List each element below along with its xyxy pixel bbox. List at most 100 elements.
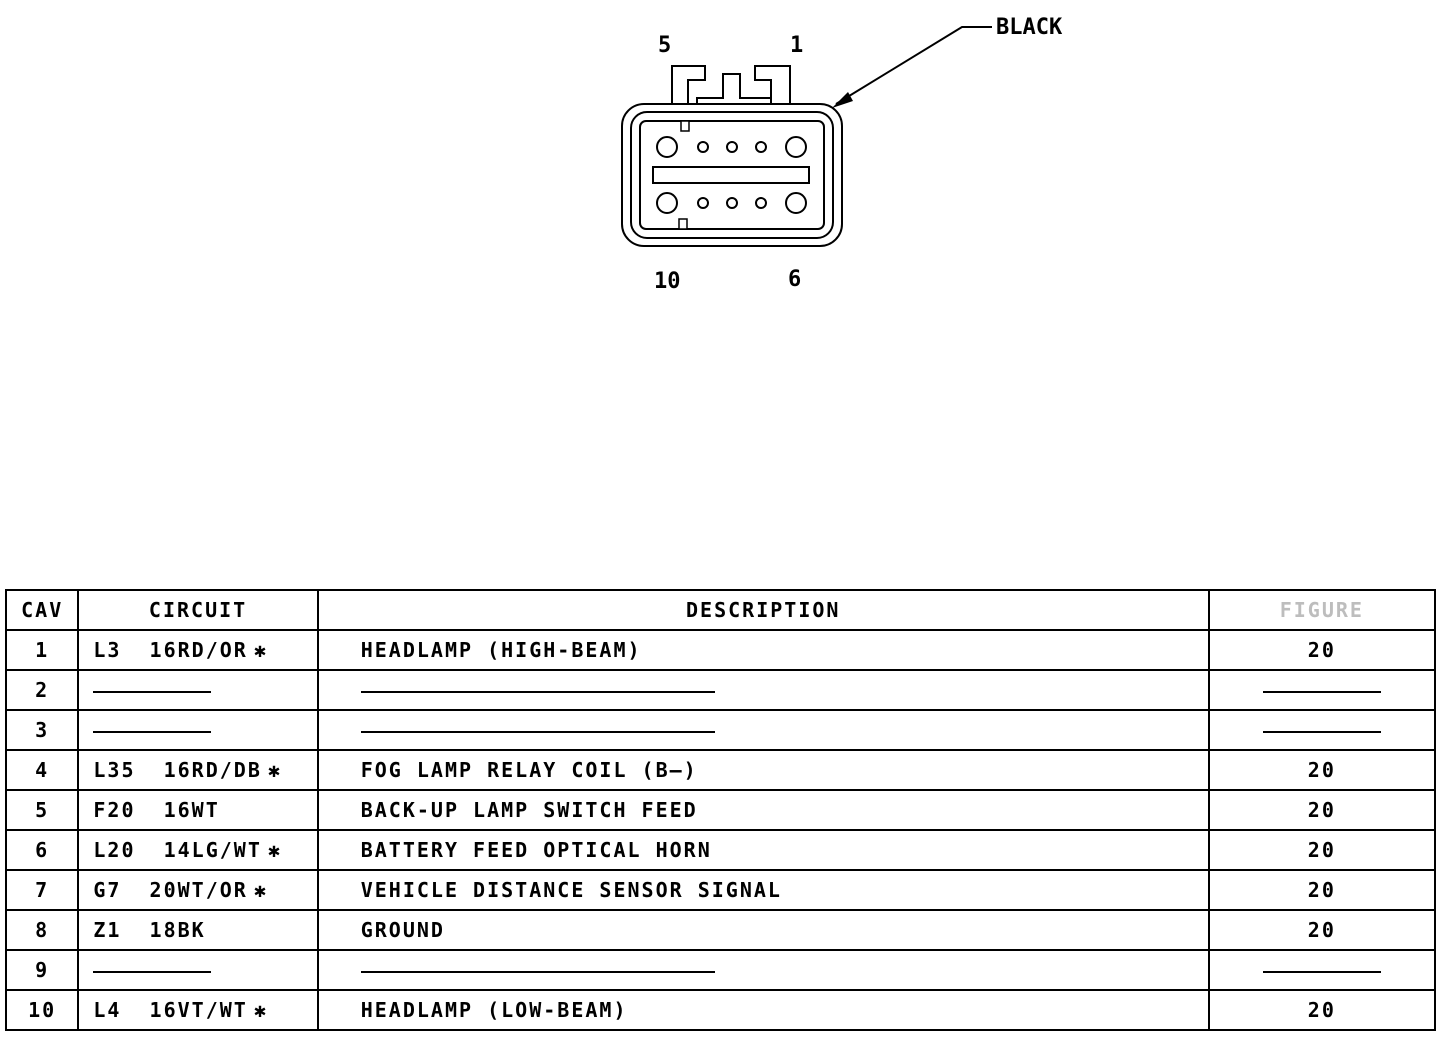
asterisk-icon: ✱ <box>267 758 282 782</box>
blank-circuit-line <box>93 690 212 693</box>
circuit-code: L20 14LG/WT <box>93 838 262 862</box>
cavity-6 <box>785 192 807 214</box>
connector-color-label: BLACK <box>996 15 1063 40</box>
connector-center-divider <box>652 166 810 184</box>
cavity-5 <box>656 136 678 158</box>
figure-cell: 20 <box>1207 629 1437 671</box>
circuit-cell: Z1 18BK <box>77 909 319 951</box>
blank-description-line <box>360 690 715 693</box>
circuit-code: Z1 18BK <box>93 918 206 942</box>
header-circuit: CIRCUIT <box>77 589 319 631</box>
connector-pin-field <box>639 120 825 230</box>
description-cell: GROUND <box>316 909 1210 951</box>
cavity-4 <box>697 141 709 153</box>
cav-cell: 1 <box>4 629 80 671</box>
cavity-1 <box>785 136 807 158</box>
description-cell: BATTERY FEED OPTICAL HORN <box>316 829 1210 871</box>
figure-cell: 20 <box>1207 909 1437 951</box>
blank-figure-line <box>1262 730 1381 733</box>
cav-cell: 7 <box>4 869 80 911</box>
cavity-10 <box>656 192 678 214</box>
description-cell <box>316 949 1210 991</box>
figure-cell: 20 <box>1207 829 1437 871</box>
table-row: 2 <box>4 669 1437 711</box>
description-cell: HEADLAMP (HIGH-BEAM) <box>316 629 1210 671</box>
description-cell: BACK-UP LAMP SWITCH FEED <box>316 789 1210 831</box>
cav-cell: 10 <box>4 989 80 1031</box>
header-figure: FIGURE <box>1207 589 1437 631</box>
blank-description-line <box>360 970 715 973</box>
cav-cell: 3 <box>4 709 80 751</box>
pin-label-top-right: 1 <box>790 33 803 58</box>
color-leader-line <box>835 26 992 105</box>
circuit-cell: G7 20WT/OR✱ <box>77 869 319 911</box>
asterisk-icon: ✱ <box>267 838 282 862</box>
circuit-cell <box>77 669 319 711</box>
bottom-key-notch <box>678 218 688 230</box>
circuit-cell: L20 14LG/WT✱ <box>77 829 319 871</box>
figure-cell <box>1207 949 1437 991</box>
connector-latch <box>671 65 791 104</box>
asterisk-icon: ✱ <box>253 878 268 902</box>
description-cell: FOG LAMP RELAY COIL (B—) <box>316 749 1210 791</box>
asterisk-icon: ✱ <box>253 638 268 662</box>
pin-label-top-left: 5 <box>658 33 671 58</box>
cavity-7 <box>755 197 767 209</box>
cavity-8 <box>726 197 738 209</box>
circuit-cell: L3 16RD/OR✱ <box>77 629 319 671</box>
figure-cell: 20 <box>1207 749 1437 791</box>
circuit-cell <box>77 709 319 751</box>
cav-cell: 2 <box>4 669 80 711</box>
description-cell: VEHICLE DISTANCE SENSOR SIGNAL <box>316 869 1210 911</box>
circuit-code: L4 16VT/WT <box>93 998 248 1022</box>
circuit-code: L35 16RD/DB <box>93 758 262 782</box>
cav-cell: 9 <box>4 949 80 991</box>
table-header-row: CAV CIRCUIT DESCRIPTION FIGURE <box>4 589 1437 631</box>
cav-cell: 4 <box>4 749 80 791</box>
asterisk-icon: ✱ <box>253 998 268 1022</box>
blank-figure-line <box>1262 690 1381 693</box>
table-row: 9 <box>4 949 1437 991</box>
pin-label-bottom-left: 10 <box>654 269 681 294</box>
circuit-cell: L35 16RD/DB✱ <box>77 749 319 791</box>
cav-cell: 8 <box>4 909 80 951</box>
cav-cell: 6 <box>4 829 80 871</box>
cavity-3 <box>726 141 738 153</box>
pin-label-bottom-right: 6 <box>788 267 801 292</box>
top-key-notch <box>680 120 690 132</box>
color-leader-arrowhead <box>832 92 853 108</box>
blank-description-line <box>360 730 715 733</box>
blank-circuit-line <box>93 970 212 973</box>
description-cell <box>316 669 1210 711</box>
cav-cell: 5 <box>4 789 80 831</box>
circuit-code: G7 20WT/OR <box>93 878 248 902</box>
cavity-2 <box>755 141 767 153</box>
connector-diagram: BLACK 5 1 10 6 <box>621 15 1063 294</box>
header-cav: CAV <box>4 589 80 631</box>
description-cell: HEADLAMP (LOW-BEAM) <box>316 989 1210 1031</box>
cavity-9 <box>697 197 709 209</box>
description-cell <box>316 709 1210 751</box>
circuit-cell <box>77 949 319 991</box>
circuit-cell: F20 16WT <box>77 789 319 831</box>
figure-cell: 20 <box>1207 789 1437 831</box>
circuit-code: L3 16RD/OR <box>93 638 248 662</box>
circuit-cell: L4 16VT/WT✱ <box>77 989 319 1031</box>
header-description: DESCRIPTION <box>316 589 1210 631</box>
table-row: 3 <box>4 709 1437 751</box>
blank-circuit-line <box>93 730 212 733</box>
connector-housing-inner <box>630 111 834 239</box>
figure-cell <box>1207 709 1437 751</box>
figure-cell <box>1207 669 1437 711</box>
blank-figure-line <box>1262 970 1381 973</box>
figure-cell: 20 <box>1207 869 1437 911</box>
